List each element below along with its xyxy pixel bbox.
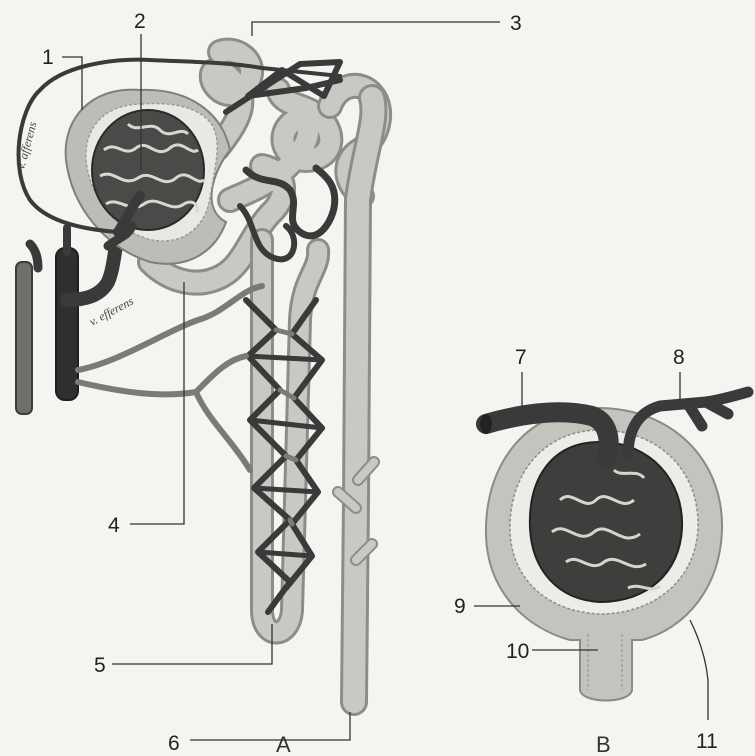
- panel-a-nephron: v. afferens v. efferens: [13, 51, 379, 702]
- glomerulus: [92, 110, 204, 230]
- label-3: 3: [510, 12, 522, 35]
- label-2: 2: [134, 10, 146, 33]
- panel-label-a: A: [276, 732, 291, 756]
- label-11: 11: [696, 730, 718, 753]
- label-5: 5: [94, 654, 106, 677]
- panel-letters: A B: [276, 732, 611, 756]
- label-7: 7: [515, 346, 527, 369]
- label-4: 4: [108, 514, 120, 537]
- renal-corpuscle: [66, 90, 230, 264]
- label-1: 1: [42, 46, 54, 69]
- label-6: 6: [168, 732, 180, 755]
- panel-label-b: B: [596, 732, 611, 756]
- label-10: 10: [506, 640, 529, 663]
- label-8: 8: [673, 346, 685, 369]
- label-9: 9: [454, 595, 466, 618]
